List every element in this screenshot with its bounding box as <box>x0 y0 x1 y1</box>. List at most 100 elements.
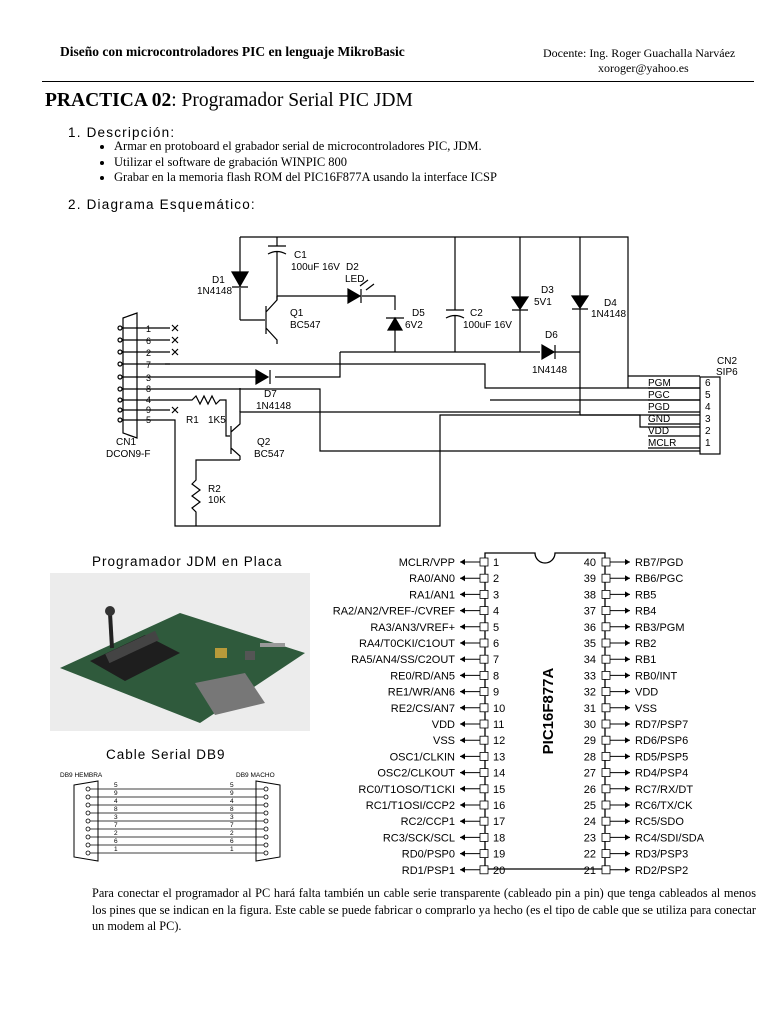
cn2-label: CN2 <box>717 356 737 367</box>
d1-label: D1 <box>212 275 225 286</box>
pin-number: 27 <box>584 768 596 780</box>
pin-pad <box>601 622 611 632</box>
cn1-pin-number: 8 <box>146 384 151 394</box>
pin-arrow-head <box>625 623 630 630</box>
pin-arrow-head <box>460 607 465 614</box>
cn1-pin-number: 6 <box>146 336 151 346</box>
pin-number: 16 <box>493 800 505 812</box>
pin-pad <box>479 703 489 713</box>
cn2-signal: MCLR <box>648 438 676 449</box>
cable-pin-right: 9 <box>230 790 234 797</box>
pin-arrow-head <box>625 591 630 598</box>
r2-value: 10K <box>208 495 226 506</box>
pin-arrow-head <box>625 559 630 565</box>
pin-pad <box>479 654 489 664</box>
description-item: Grabar en la memoria flash ROM del PIC16… <box>114 170 497 186</box>
pin-number: 17 <box>493 816 505 828</box>
pin-label: OSC1/CLKIN <box>390 751 455 763</box>
pin-arrow-head <box>625 672 630 679</box>
pin-label: VDD <box>635 687 658 699</box>
d2-led-label: LED <box>345 274 364 285</box>
cn2-signal: GND <box>648 414 670 425</box>
resistor-r1-symbol <box>175 394 227 420</box>
pin-arrow-head <box>625 834 630 841</box>
q2-label: Q2 <box>257 437 271 448</box>
pin-pad <box>479 622 489 632</box>
cable-pin-left: 2 <box>114 830 118 837</box>
cable-pin-right: 2 <box>230 830 234 837</box>
pin-number: 31 <box>584 703 596 715</box>
pin-pad <box>601 865 611 875</box>
cable-pin-left: 7 <box>114 822 118 829</box>
d5-label: D5 <box>412 308 425 319</box>
d7-value: 1N4148 <box>256 401 291 412</box>
pin-label: VDD <box>432 719 455 731</box>
pin-pad <box>601 751 611 761</box>
pin-number: 21 <box>584 865 596 877</box>
pin-pad <box>601 719 611 729</box>
diode-d4-symbol <box>570 295 590 310</box>
zener-d5-symbol <box>386 316 404 331</box>
dtr-wire <box>165 352 341 378</box>
pin-arrow-head <box>460 704 465 711</box>
pin-number: 2 <box>493 573 499 585</box>
pin-number: 34 <box>584 654 596 666</box>
cn2-pin-number: 5 <box>705 390 711 401</box>
pin-number: 12 <box>493 735 505 747</box>
pin-pad <box>479 784 489 794</box>
pin-pad <box>479 800 489 810</box>
pin-pad <box>601 816 611 826</box>
pgc-wire <box>165 363 700 389</box>
pin-arrow-head <box>460 575 465 582</box>
pin-arrow-head <box>625 704 630 711</box>
cn1-pin-number: 4 <box>146 395 151 405</box>
pin-arrow-head <box>625 737 630 744</box>
pin-label: RA4/T0CKI/C1OUT <box>359 638 455 650</box>
pin-label: RE1/WR/AN6 <box>388 687 455 699</box>
pin-number: 40 <box>584 557 596 569</box>
cable-pin-right: 4 <box>230 798 234 805</box>
jdm-schematic: C1 100uF 16V D1 1N4148 Q1 BC547 D2 LED D… <box>106 236 738 527</box>
pin-pad <box>601 687 611 697</box>
pin-label: RD0/PSP0 <box>402 849 455 861</box>
c1-value: 100uF 16V <box>291 262 340 273</box>
led-wire <box>340 295 396 310</box>
pin-arrow-head <box>625 607 630 614</box>
pin-pad <box>479 573 489 583</box>
transistor-q2-symbol <box>225 411 580 460</box>
d2-label: D2 <box>346 262 359 273</box>
pin-pad <box>601 735 611 745</box>
pin-number: 7 <box>493 654 499 666</box>
cn2-signal: PGM <box>648 378 671 389</box>
diode-d1-symbol <box>230 271 250 288</box>
pin-arrow-head <box>460 656 465 663</box>
pin-arrow-head <box>625 656 630 663</box>
pin-label: RB4 <box>635 606 656 618</box>
cable-pin-right: 6 <box>230 838 234 845</box>
cn2-value: SIP6 <box>716 367 738 378</box>
pin-number: 20 <box>493 865 505 877</box>
pin-arrow-head <box>460 818 465 825</box>
d4-value: 1N4148 <box>591 309 626 320</box>
diode-d6-symbol <box>541 343 556 361</box>
db9-female-connector <box>73 780 99 862</box>
pin-number: 26 <box>584 784 596 796</box>
pin-number: 39 <box>584 573 596 585</box>
pin-label: RC3/SCK/SCL <box>383 832 455 844</box>
q2-value: BC547 <box>254 449 285 460</box>
pin-number: 24 <box>584 816 596 828</box>
pin-number: 36 <box>584 622 596 634</box>
gnd-wire <box>165 414 700 527</box>
